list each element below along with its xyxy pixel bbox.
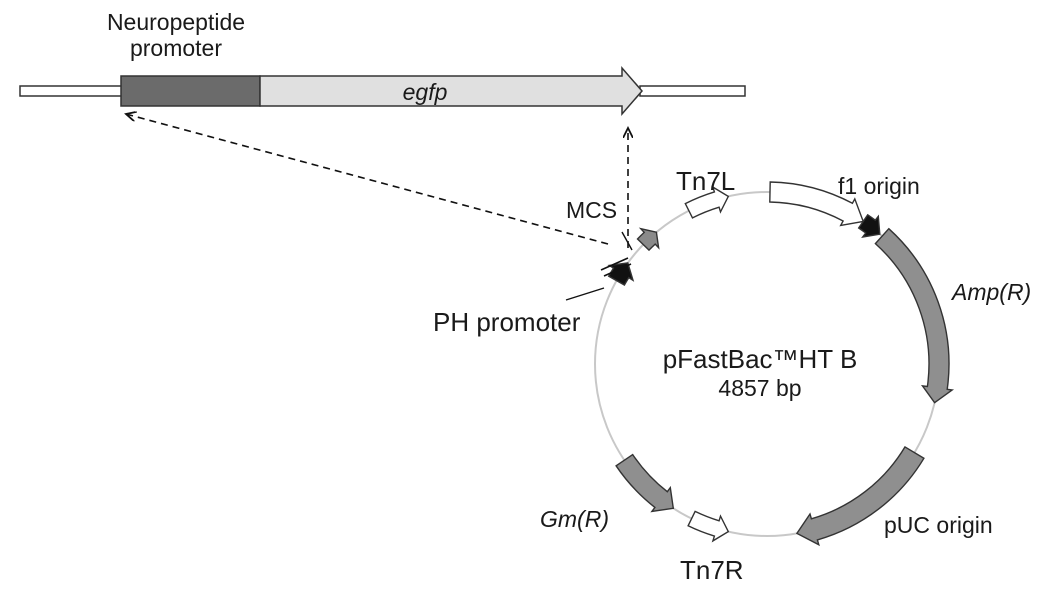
egfp-arrow — [259, 65, 643, 117]
ph-promoter-label: PH promoter — [433, 307, 581, 337]
tn7r-label: Tn7R — [680, 555, 744, 585]
insertion-arrows — [126, 114, 628, 248]
tn7l-feature — [684, 185, 730, 219]
promoter-label-line1: Neuropeptide — [107, 9, 245, 35]
f1-black-marker — [857, 213, 881, 238]
ph-leader-line — [565, 287, 605, 301]
amp-label: Amp(R) — [950, 279, 1031, 305]
neuropeptide-promoter-block — [120, 75, 261, 107]
cut-mark-1 — [600, 257, 629, 271]
tn7l-label: Tn7L — [676, 166, 735, 196]
mcs-leader-line — [621, 231, 633, 251]
puc-origin-feature — [795, 445, 925, 547]
plasmid-name: pFastBac™HT B — [663, 344, 858, 374]
puc-origin-label: pUC origin — [884, 512, 993, 538]
f1-origin-feature — [769, 181, 865, 227]
flank-right — [639, 85, 746, 97]
gm-feature — [615, 453, 675, 513]
gm-label: Gm(R) — [540, 506, 609, 532]
egfp-label: egfp — [403, 79, 448, 105]
dashed-arrow-to-promoter — [126, 114, 609, 245]
plasmid-size: 4857 bp — [718, 375, 801, 401]
linear-construct: egfp Neuropeptide promoter — [19, 9, 746, 117]
mcs-label: MCS — [566, 197, 617, 223]
amp-feature — [874, 227, 955, 404]
f1-origin-label: f1 origin — [838, 173, 920, 199]
cut-mark-2 — [603, 263, 632, 277]
mcs-marker — [636, 227, 660, 252]
plasmid-features — [607, 181, 955, 547]
promoter-label-line2: promoter — [130, 35, 222, 61]
flank-left — [19, 85, 123, 97]
tn7r-feature — [687, 510, 730, 543]
ph-promoter-marker — [607, 262, 635, 286]
plasmid-map: Tn7L f1 origin Amp(R) pUC origin Tn7R Gm… — [433, 166, 1031, 585]
